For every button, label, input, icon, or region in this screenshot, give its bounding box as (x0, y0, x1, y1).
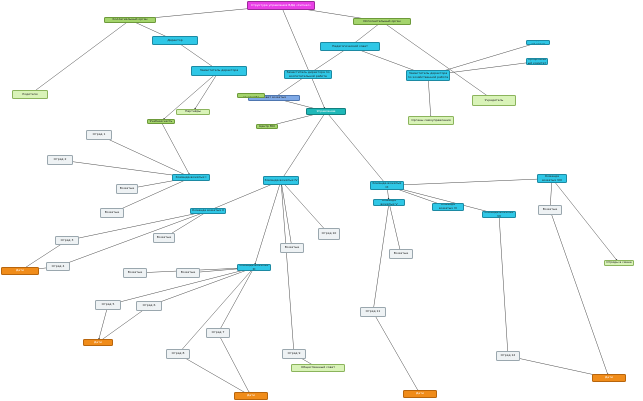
node-otr4[interactable]: Отряд 4 (46, 262, 70, 271)
edge-kom1-to-otr1 (98, 134, 192, 178)
edge-vozh8-to-deti5 (549, 209, 610, 379)
edge-kollegialnyi-to-pale1 (29, 19, 131, 95)
edge-ucheb-to-kom1 (160, 121, 192, 178)
edge-kom4-to-otr10 (280, 180, 330, 235)
node-zam2[interactable]: Заместитель директора по воспитательной … (284, 70, 332, 79)
node-kom4[interactable]: Команда вожатых IV (263, 176, 299, 185)
node-zam3[interactable]: Заместитель директора по хозяйственной р… (406, 70, 450, 81)
node-ispolnitelnyi[interactable]: Исполнительный орган (353, 18, 411, 25)
node-metod[interactable]: Методический совет (526, 40, 550, 45)
edge-otr11-to-deti4 (372, 311, 421, 395)
edge-root-to-upravlenie (280, 5, 327, 112)
edge-otr5-to-deti2 (97, 304, 109, 343)
node-otr12[interactable]: Отряд 12 (496, 351, 520, 361)
node-kom3[interactable]: Команда вожатых III (237, 264, 271, 271)
edge-otr6-to-deti2 (97, 305, 150, 343)
node-otr8[interactable]: Отряд 8 (166, 349, 190, 359)
node-pale4[interactable]: Органы самоуправления (408, 116, 454, 125)
node-kom6[interactable]: Команда вожатых VI (432, 203, 464, 211)
node-kollegialnyi[interactable]: Коллегиальный орган (104, 17, 156, 23)
edge-kom9-to-kom8 (386, 178, 553, 186)
node-pale1[interactable]: Родители (12, 90, 48, 99)
node-kom2[interactable]: Команда вожатых II (190, 208, 226, 214)
edge-kom2-to-otr4 (57, 210, 209, 267)
node-pale5[interactable]: Общественный совет (291, 364, 345, 372)
node-otr2[interactable]: Отряд 2 (47, 155, 73, 165)
node-pale6[interactable]: Отряды в смене (604, 260, 634, 266)
edge-pedsovet-to-zam2 (307, 46, 351, 75)
edge-direktor-to-zam1 (174, 40, 220, 72)
edge-arrowhead (194, 107, 196, 110)
node-sluzhba[interactable]: Психологическая служба (237, 93, 265, 98)
node-kom9[interactable]: Команда вожатых IX (370, 181, 404, 190)
edge-kom1-to-otr2 (59, 159, 192, 178)
node-pale3[interactable]: Партнёры (176, 109, 210, 115)
edge-upravlenie-to-kom4 (280, 111, 327, 181)
node-vozh1[interactable]: Вожатые (116, 184, 138, 194)
edge-kom4-to-vozh6 (280, 180, 293, 249)
edge-kom3-to-otr6 (148, 267, 255, 307)
node-deti4[interactable]: Дети (403, 390, 437, 398)
node-kom1[interactable]: Команда вожатых I (172, 174, 210, 181)
edge-ispolnitelnyi-to-pale2 (381, 21, 495, 101)
node-deti1[interactable]: Дети (1, 267, 39, 275)
edge-arrowhead (387, 197, 390, 200)
node-root[interactable]: Структура управления ВДЦ «Сигнал» (247, 1, 315, 10)
edge-kom2-to-otr3 (66, 210, 209, 241)
node-otr1[interactable]: Отряд 1 (86, 130, 112, 140)
node-deti3[interactable]: Дети (234, 392, 268, 400)
node-vozh2[interactable]: Вожатые (100, 208, 124, 218)
node-kom8[interactable]: Команда вожатых VIII (537, 174, 567, 183)
node-otr6[interactable]: Отряд 6 (136, 301, 162, 311)
edge-otr7-to-deti3 (217, 332, 252, 397)
edge-kom4-to-kom3 (253, 180, 282, 268)
node-vozh7[interactable]: Вожатые (389, 249, 413, 259)
edge-otr3-to-deti1 (19, 240, 68, 272)
node-zam1[interactable]: Заместитель директора (191, 66, 247, 76)
edge-upravlenie-to-kom9 (325, 111, 388, 186)
node-otr9[interactable]: Отряд 9 (282, 349, 306, 359)
node-upravlenie[interactable]: Управление (306, 108, 346, 115)
node-direktor[interactable]: Директор (152, 36, 198, 45)
node-vozh3[interactable]: Вожатые (153, 233, 175, 243)
edge-kom7-to-otr12 (498, 214, 509, 357)
node-otr5[interactable]: Отряд 5 (95, 300, 121, 310)
edge-zam1-to-pale3 (192, 70, 220, 113)
node-otr10[interactable]: Отряд 10 (318, 228, 340, 240)
node-deti2[interactable]: Дети (83, 339, 113, 346)
edge-arrowhead (98, 337, 100, 340)
edge-kom9-to-kom7 (386, 185, 500, 215)
node-ucheb[interactable]: Учебная часть (147, 119, 175, 124)
edge-kom3-to-otr7 (217, 267, 255, 334)
node-kom5[interactable]: Команда вожатых V (373, 199, 405, 206)
node-pedsovet[interactable]: Педагогический совет (320, 42, 380, 51)
node-centr-mo[interactable]: Центр МО (256, 124, 278, 129)
edge-kom3-to-otr8 (177, 267, 255, 355)
node-deti5[interactable]: Дети (592, 374, 626, 382)
edge-kom4-to-otr9 (280, 180, 295, 355)
node-otr3[interactable]: Отряд 3 (55, 236, 79, 245)
edge-zam3-to-pale4 (427, 75, 432, 121)
node-vozh6[interactable]: Вожатые (280, 243, 304, 253)
node-vozh4[interactable]: Вожатые (123, 268, 147, 278)
edge-kom3-to-otr5 (107, 267, 255, 306)
edge-kom8-to-pale6 (551, 178, 620, 264)
node-vozh5[interactable]: Вожатые (176, 268, 200, 278)
node-sovet-vozh[interactable]: Совет вожатых (248, 95, 300, 101)
node-pale2[interactable]: Учредитель (472, 95, 516, 106)
edge-kom1-to-vozh2 (111, 177, 192, 214)
node-kom7[interactable]: Команда вожатых VII (482, 211, 516, 218)
edge-kom5-to-otr11 (372, 202, 390, 313)
node-prof[interactable]: Профсоюзный комитет (526, 58, 548, 65)
edge-kom5-to-vozh7 (388, 202, 402, 255)
edge-kom8-to-vozh8 (549, 178, 553, 211)
edge-kom4-to-kom2 (207, 180, 282, 212)
node-vozh8[interactable]: Вожатые (538, 205, 562, 215)
node-otr7[interactable]: Отряд 7 (206, 328, 230, 338)
edge-zam1-to-ucheb (160, 70, 220, 122)
node-otr11[interactable]: Отряд 11 (360, 307, 386, 317)
edge-otr8-to-deti3 (177, 353, 252, 397)
